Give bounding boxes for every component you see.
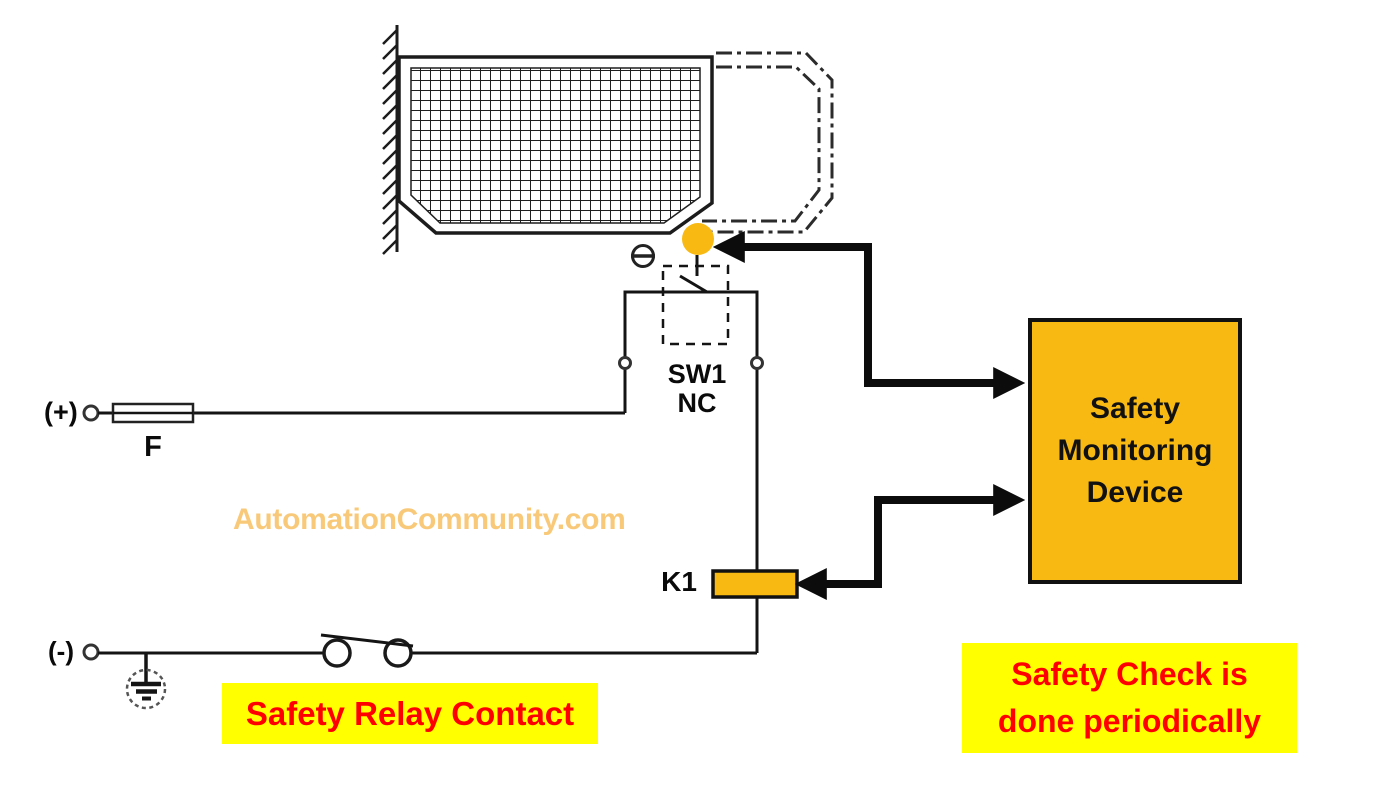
earth-ground-symbol — [125, 653, 167, 710]
safety-relay-contact-symbol — [320, 633, 414, 668]
relay-contact-note: Safety Relay Contact — [222, 683, 598, 744]
contact-blade — [320, 633, 414, 648]
switch-actuator-dashed-box — [661, 264, 730, 346]
safety-check-note-line: done periodically — [997, 703, 1262, 739]
actuation-direction-symbol — [631, 244, 655, 268]
guard-mesh — [410, 67, 701, 224]
safety-check-note-line: Safety Check is — [1011, 656, 1248, 692]
relay-contact-note-text: Safety Relay Contact — [245, 694, 575, 732]
switch-contact-type: NC — [677, 388, 717, 418]
switch-label: SW1 NC — [639, 360, 755, 418]
switch-blade — [679, 274, 708, 294]
device-title-line: Monitoring — [1057, 434, 1213, 467]
watermark-text: AutomationCommunity.com — [233, 503, 626, 536]
negative-return-line — [82, 633, 757, 710]
positive-terminal-label: (+) — [44, 397, 78, 427]
device-title-line: Device — [1086, 476, 1184, 509]
relay-coil-label: K1 — [661, 566, 697, 597]
wall-mount — [382, 25, 399, 255]
safety-check-note: Safety Check is done periodically — [962, 643, 1297, 753]
safety-guard-door — [397, 55, 714, 235]
negative-terminal — [82, 643, 100, 661]
positive-terminal — [82, 404, 100, 422]
door-actuator-dot — [682, 223, 714, 255]
monitoring-signal-arrows — [712, 231, 1026, 600]
arrow-switch-to-device — [712, 231, 1026, 399]
switch-terminal-left — [618, 356, 632, 370]
arrow-device-to-relay — [794, 484, 1026, 600]
open-door-phantom-outline — [702, 51, 834, 234]
wall-hatching — [382, 29, 398, 255]
device-title-line: Safety — [1089, 392, 1181, 425]
relay-coil-k1 — [711, 569, 799, 599]
safety-monitoring-device-box: Safety Monitoring Device — [1028, 318, 1242, 584]
positive-supply-line — [82, 402, 625, 424]
switch-wiring — [623, 290, 759, 571]
fuse-label: F — [144, 431, 162, 463]
switch-name: SW1 — [667, 359, 727, 389]
negative-terminal-label: (-) — [48, 636, 74, 666]
